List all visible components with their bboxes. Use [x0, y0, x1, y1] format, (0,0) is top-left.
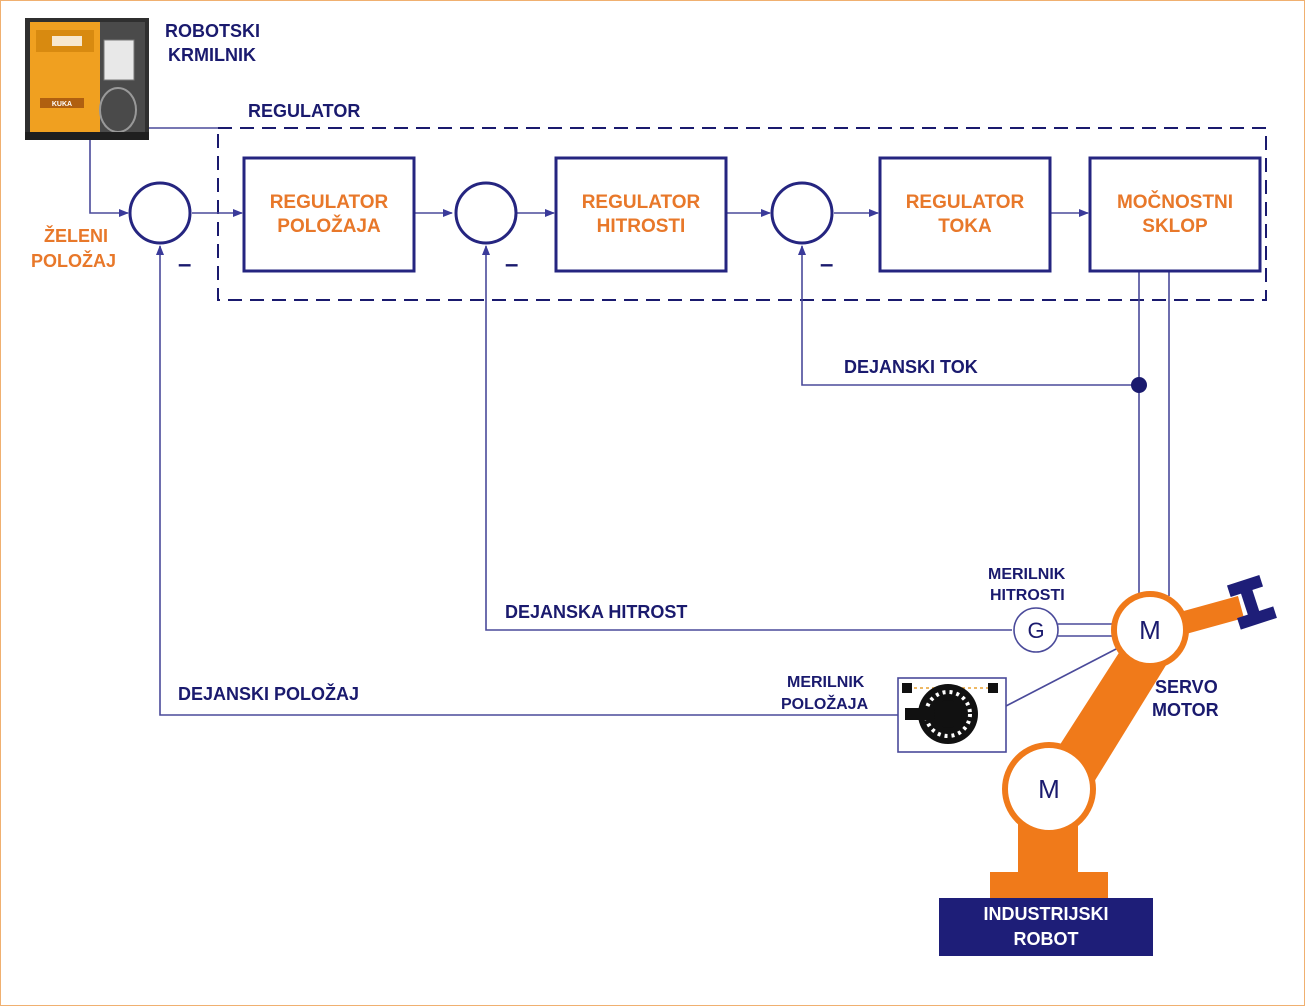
block-speed-regulator-line2: HITROSTI [597, 216, 686, 237]
desired-position-line1: ŽELENI [44, 225, 108, 246]
block-position-regulator-line1: REGULATOR [270, 192, 389, 213]
control-blocks [242, 156, 1262, 273]
minus-sign-current: – [820, 251, 833, 278]
actual-speed-label: DEJANSKA HITROST [505, 602, 687, 622]
minus-sign-position: – [178, 251, 191, 278]
regulator-group-label: REGULATOR [248, 101, 360, 121]
position-meter-line1: MERILNIK [787, 674, 865, 691]
cabinet-brand-label: KUKA [52, 101, 72, 108]
signal-lines [89, 127, 1170, 716]
block-position-regulator-line2: POLOŽAJA [277, 215, 381, 237]
summing-junction-current [770, 181, 834, 245]
servo-motor-symbol: M [1139, 615, 1161, 645]
minus-sign-speed: – [505, 251, 518, 278]
actual-position-label: DEJANSKI POLOŽAJ [178, 683, 359, 704]
speed-meter-line2: HITROSTI [990, 587, 1065, 604]
robot-base [939, 898, 1153, 956]
controller-title-line2: KRMILNIK [168, 45, 256, 65]
summing-junction-speed [454, 181, 518, 245]
actual-current-label: DEJANSKI TOK [844, 357, 978, 377]
industrial-robot: M M INDUSTRIJSKI ROBOT [939, 575, 1277, 956]
robot-label-line2: ROBOT [1014, 929, 1079, 949]
block-position-regulator [242, 156, 416, 273]
robot-label-line1: INDUSTRIJSKI [983, 904, 1108, 924]
base-motor [1002, 742, 1096, 836]
controller-title-line1: ROBOTSKI [165, 21, 260, 41]
block-current-regulator [878, 156, 1052, 273]
block-power-stage [1088, 156, 1262, 273]
robot-controller-cabinet-image: KUKA [25, 18, 149, 140]
servo-motor-line2: MOTOR [1152, 700, 1219, 720]
block-power-stage-line1: MOČNOSTNI [1117, 191, 1233, 213]
summing-junctions [128, 181, 834, 245]
speed-meter-line1: MERILNIK [988, 566, 1066, 583]
position-encoder-image [897, 677, 1007, 753]
block-current-regulator-line2: TOKA [938, 216, 992, 237]
speed-sensor-generator: G [1013, 607, 1059, 653]
regulator-group-box [217, 127, 1267, 301]
block-power-stage-line2: SKLOP [1142, 216, 1208, 237]
block-current-regulator-line1: REGULATOR [906, 192, 1025, 213]
desired-position-line2: POLOŽAJ [31, 250, 116, 271]
servo-motor [1111, 591, 1189, 669]
base-motor-symbol: M [1038, 774, 1060, 804]
position-meter-line2: POLOŽAJA [781, 694, 869, 713]
block-speed-regulator-line1: REGULATOR [582, 192, 701, 213]
summing-junction-position [128, 181, 192, 245]
servo-motor-line1: SERVO [1155, 677, 1218, 697]
generator-symbol: G [1027, 618, 1044, 643]
block-speed-regulator [554, 156, 728, 273]
current-sense-node [1131, 377, 1147, 393]
